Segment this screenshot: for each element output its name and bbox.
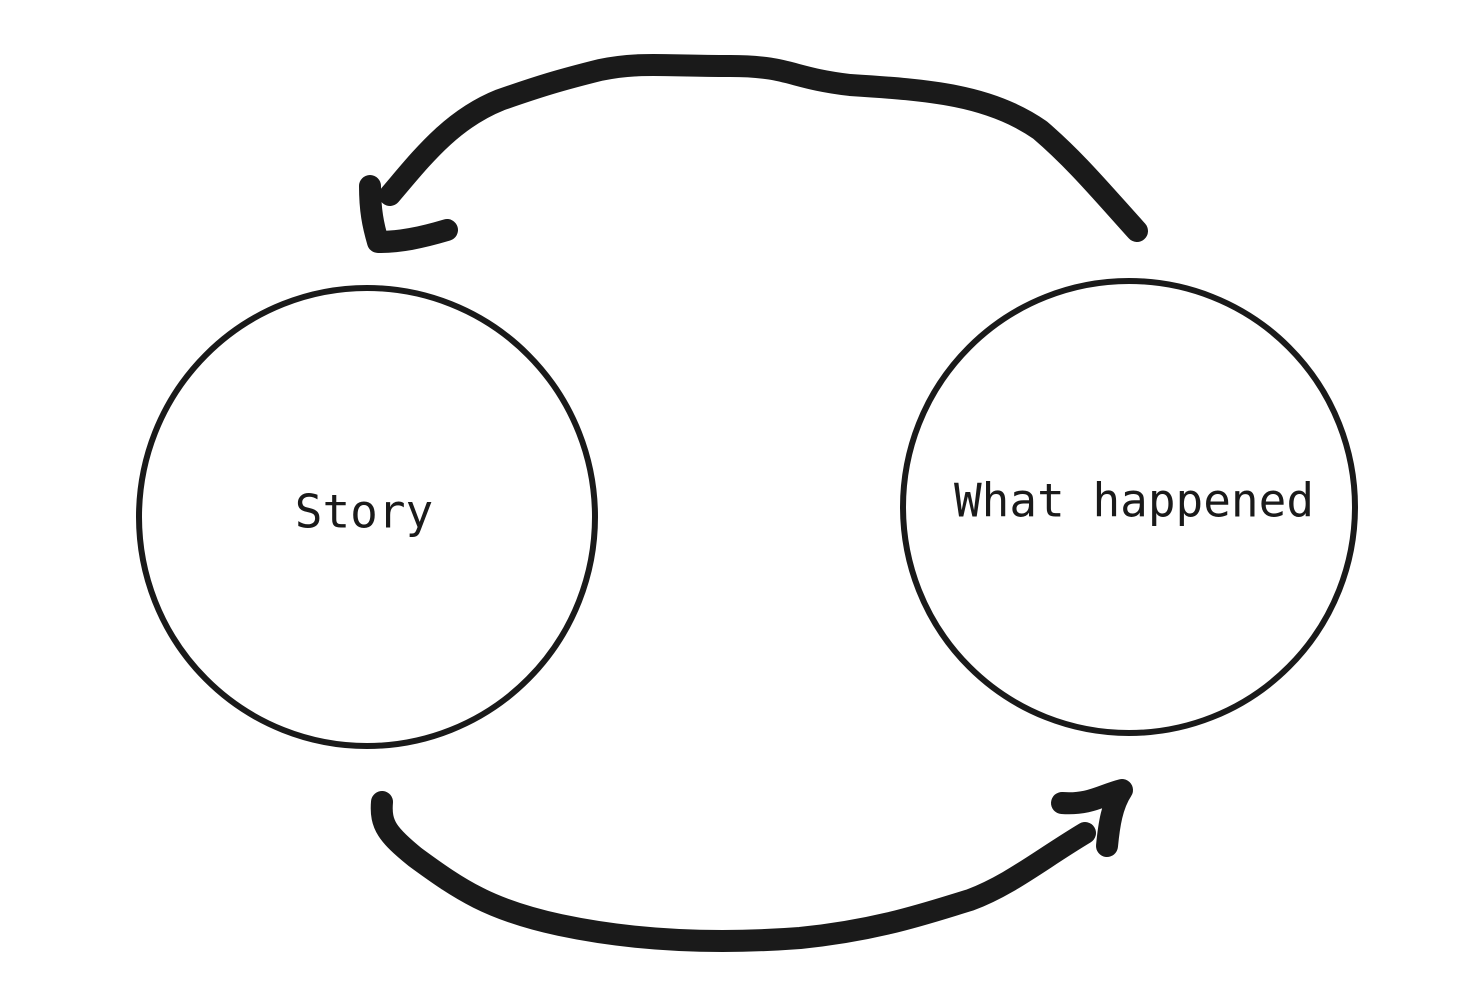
node-story: Story xyxy=(136,285,598,749)
what-happened-circle xyxy=(900,278,1358,736)
top-arrowhead xyxy=(359,175,458,253)
bottom-arc-line xyxy=(370,791,1096,953)
arrow-what-happened-to-story xyxy=(359,54,1148,253)
bottom-arrowhead xyxy=(1051,779,1133,857)
story-label: Story xyxy=(295,485,433,539)
what-happened-label: What happened xyxy=(954,474,1314,528)
node-what-happened: What happened xyxy=(900,278,1358,736)
story-circle xyxy=(136,285,598,749)
arrow-story-to-what-happened xyxy=(370,779,1133,953)
top-arc-line xyxy=(379,54,1148,242)
